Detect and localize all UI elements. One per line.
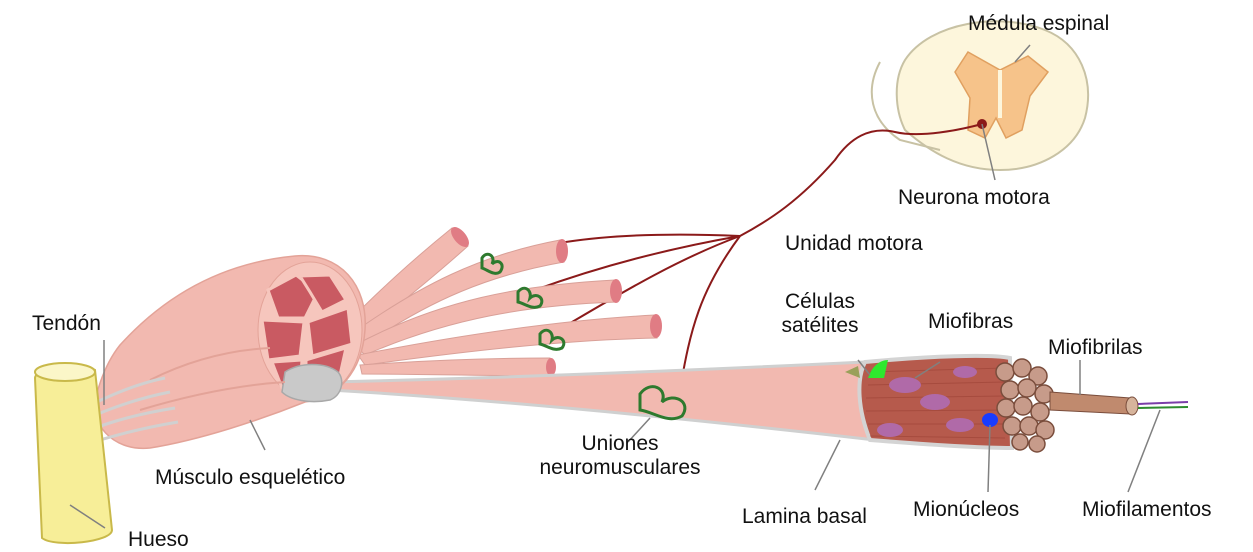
label-celulas-satelites: Células satélites	[770, 290, 870, 338]
label-uniones-line1: Uniones	[530, 432, 710, 456]
label-miofibrilas: Miofibrilas	[1048, 336, 1143, 360]
nucleus	[946, 418, 974, 432]
label-neurona-motora: Neurona motora	[898, 186, 1050, 210]
spinal-cord	[872, 21, 1088, 170]
label-unidad-motora: Unidad motora	[785, 232, 923, 256]
label-lamina-basal: Lamina basal	[742, 505, 867, 529]
label-celulas-line2: satélites	[770, 314, 870, 338]
label-miofilamentos: Miofilamentos	[1082, 498, 1212, 522]
label-musculo-esqueletico: Músculo esquelético	[155, 466, 345, 490]
nucleus	[920, 394, 950, 410]
nucleus	[889, 377, 921, 393]
mionucleus	[982, 413, 998, 427]
nucleus	[953, 366, 977, 378]
muscle-fibers	[345, 224, 662, 376]
label-hueso: Hueso	[128, 528, 189, 552]
label-mionucleos: Mionúcleos	[913, 498, 1019, 522]
label-uniones-line2: neuromusculares	[530, 456, 710, 480]
nerve-fibers	[500, 124, 982, 390]
nucleus	[877, 423, 903, 437]
label-tendon: Tendón	[32, 312, 101, 336]
label-uniones-neuromusculares: Uniones neuromusculares	[530, 432, 710, 480]
label-miofibras: Miofibras	[928, 310, 1013, 334]
label-medula-espinal: Médula espinal	[968, 12, 1109, 36]
skeletal-muscle	[60, 256, 365, 450]
muscle-tendon	[282, 365, 342, 402]
label-celulas-line1: Células	[770, 290, 870, 314]
